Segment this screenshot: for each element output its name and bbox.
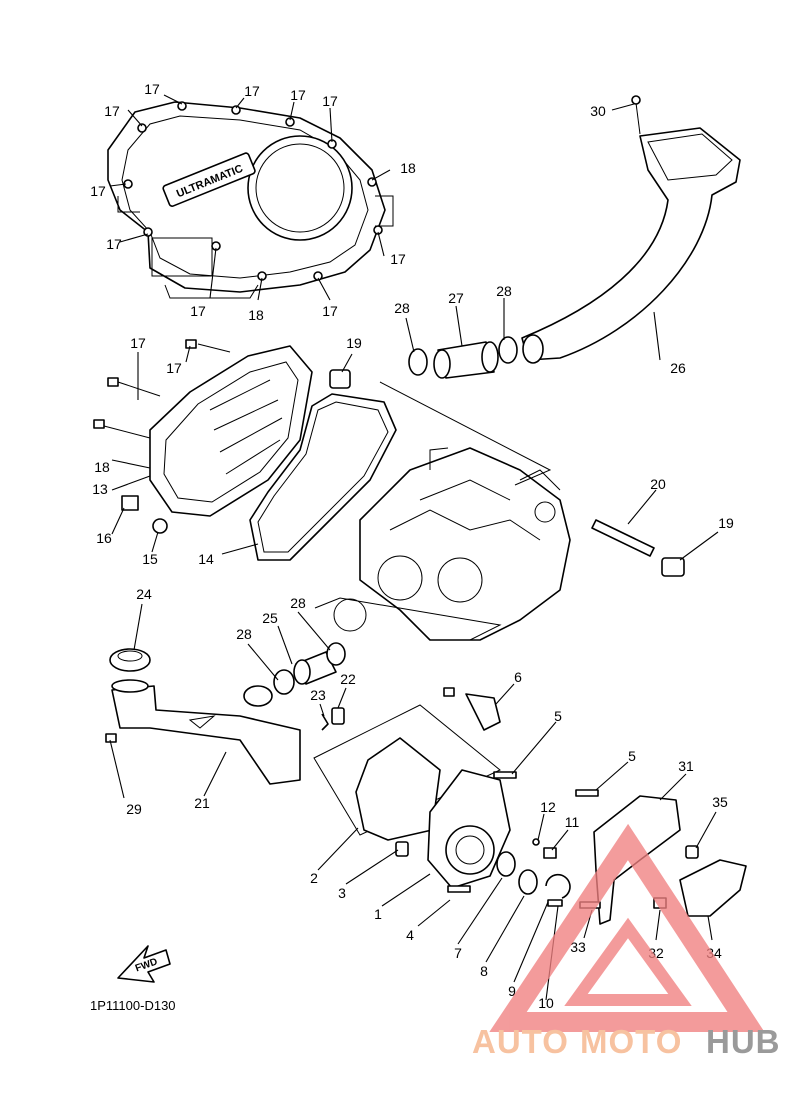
callout-17: 17 [90, 183, 106, 199]
callout-12: 12 [540, 799, 556, 815]
callout-26: 26 [670, 360, 686, 376]
callout-20: 20 [650, 476, 666, 492]
callout-7: 7 [454, 945, 462, 961]
callout-6: 6 [514, 669, 522, 685]
callout-4: 4 [406, 927, 414, 943]
drawing-code: 1P11100-D130 [90, 998, 176, 1013]
callout-28: 28 [394, 300, 410, 316]
inner-cover [93, 339, 313, 534]
callout-30: 30 [590, 103, 606, 119]
fwd-arrow: FWD [117, 945, 171, 983]
callout-31: 31 [678, 758, 694, 774]
callout-17: 17 [190, 303, 206, 319]
shaft-and-fittings [329, 369, 685, 577]
callout-17: 17 [166, 360, 182, 376]
callout-17: 17 [322, 93, 338, 109]
bolts [447, 771, 599, 907]
callout-5: 5 [628, 748, 636, 764]
callout-13: 13 [92, 481, 108, 497]
clip-23 [321, 713, 329, 731]
callout-17: 17 [290, 87, 306, 103]
air-duct [521, 95, 741, 364]
svg-text:AUTO: AUTO [472, 1023, 569, 1060]
callout-16: 16 [96, 530, 112, 546]
callout-22: 22 [340, 671, 356, 687]
callout-17: 17 [130, 335, 146, 351]
callout-3: 3 [338, 885, 346, 901]
svg-text:HUB: HUB [706, 1023, 781, 1060]
callout-9: 9 [508, 983, 516, 999]
callout-8: 8 [480, 963, 488, 979]
watermark-logo [489, 823, 765, 1032]
callout-29: 29 [126, 801, 142, 817]
callout-17: 17 [144, 81, 160, 97]
callout-28: 28 [236, 626, 252, 642]
intake-pipe [105, 648, 301, 785]
seal-7 [496, 851, 516, 877]
svg-text:MOTO: MOTO [580, 1023, 682, 1060]
callout-17: 17 [322, 303, 338, 319]
callout-33: 33 [570, 939, 586, 955]
callout-21: 21 [194, 795, 210, 811]
callout-35: 35 [712, 794, 728, 810]
outer-cover: ULTRAMATIC [107, 101, 394, 299]
callout-23: 23 [310, 687, 326, 703]
bracket-6 [443, 687, 501, 731]
callout-24: 24 [136, 586, 152, 602]
callout-1: 1 [374, 906, 382, 922]
callout-17: 17 [104, 103, 120, 119]
callout-19: 19 [718, 515, 734, 531]
crankcase [333, 447, 571, 641]
callout-14: 14 [198, 551, 214, 567]
callout-18: 18 [94, 459, 110, 475]
callout-17: 17 [244, 83, 260, 99]
callout-28: 28 [496, 283, 512, 299]
callout-28: 28 [290, 595, 306, 611]
callout-17: 17 [390, 251, 406, 267]
callout-18: 18 [400, 160, 416, 176]
callout-27: 27 [448, 290, 464, 306]
callout-2: 2 [310, 870, 318, 886]
dowel-22 [331, 707, 345, 725]
callout-25: 25 [262, 610, 278, 626]
callout-5: 5 [554, 708, 562, 724]
callout-19: 19 [346, 335, 362, 351]
circlip-9 [545, 873, 571, 899]
gasket-14 [249, 393, 397, 561]
crankcase-cover [355, 737, 511, 889]
callout-10: 10 [538, 995, 554, 1011]
callout-15: 15 [142, 551, 158, 567]
bearing-8 [518, 869, 538, 895]
callout-18: 18 [248, 307, 264, 323]
callout-labels: 17 17 17 17 17 17 17 17 17 17 17 17 18 1… [90, 81, 734, 1011]
joint-and-clamps-mid [273, 642, 346, 695]
joint-and-clamps-top [408, 336, 518, 379]
callout-11: 11 [565, 814, 580, 830]
watermark-text: AUTO MOTO HUB [472, 1023, 781, 1060]
callout-17: 17 [106, 236, 122, 252]
